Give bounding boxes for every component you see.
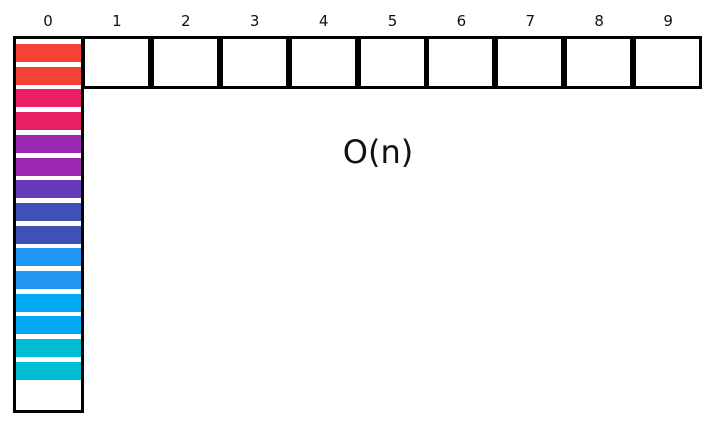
array-cell-3 [220,36,289,89]
bucket-0-entry [16,180,81,199]
bucket-0-entry [16,316,81,335]
index-label-0: 0 [43,12,53,30]
array-cell-2 [151,36,220,89]
index-label-2: 2 [181,12,191,30]
index-label-7: 7 [525,12,536,30]
array-cell-7 [495,36,564,89]
bucket-0-entry [16,89,81,108]
index-label-6: 6 [456,12,467,30]
array-cell-9 [633,36,702,89]
bucket-0-entry [16,248,81,267]
bucket-0-entry [16,112,81,131]
index-label-3: 3 [249,12,260,30]
bucket-0-entry [16,66,81,85]
array-cell-8 [564,36,633,89]
index-label-9: 9 [663,12,673,30]
bucket-0-entry [16,271,81,289]
index-label-1: 1 [112,12,122,30]
index-label-4: 4 [318,12,329,30]
bucket-0-entry [16,157,81,176]
array-cell-4 [289,36,358,89]
array-cell-5 [358,36,427,89]
complexity-label: O(n) [342,133,414,171]
array-cell-1 [82,36,151,89]
bucket-0-column [13,36,84,413]
bucket-0-entry [16,134,81,153]
bucket-0-entry [16,44,81,62]
bucket-0-entry [16,202,81,221]
index-label-5: 5 [387,12,398,30]
index-label-8: 8 [594,12,604,30]
bucket-0-entry [16,225,81,244]
array-cell-6 [426,36,495,89]
bucket-0-entry [16,361,81,380]
bucket-0-entry [16,293,81,312]
bucket-0-entry [16,339,81,358]
